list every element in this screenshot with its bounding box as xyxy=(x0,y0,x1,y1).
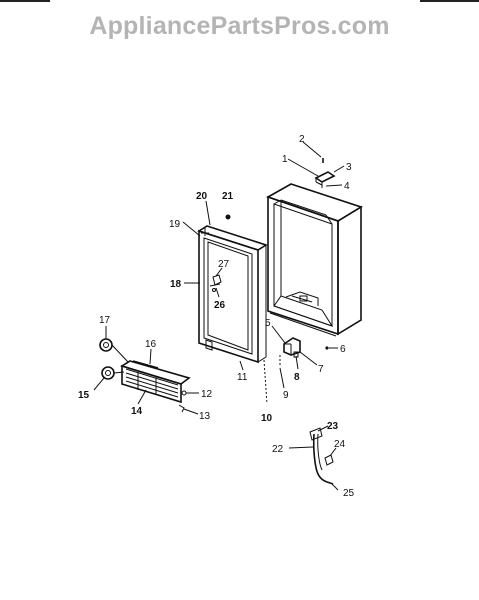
callout-25: 25 xyxy=(343,488,355,499)
callout-6: 6 xyxy=(340,344,346,355)
callout-15: 15 xyxy=(78,390,90,401)
callout-13: 13 xyxy=(199,411,211,422)
callout-17: 17 xyxy=(99,315,111,326)
callout-11: 11 xyxy=(237,372,248,383)
callout-26: 26 xyxy=(214,300,226,311)
callout-23: 23 xyxy=(327,421,339,432)
callout-20: 20 xyxy=(196,191,208,202)
callout-2: 2 xyxy=(299,134,305,145)
callout-18: 18 xyxy=(170,279,182,290)
bottom-hinge xyxy=(263,325,338,405)
callout-19: 19 xyxy=(169,219,181,230)
drain-tube xyxy=(288,425,339,491)
callout-4: 4 xyxy=(344,181,350,192)
callout-1: 1 xyxy=(282,154,288,165)
callout-8: 8 xyxy=(294,372,300,383)
callout-14: 14 xyxy=(131,406,143,417)
callout-12: 12 xyxy=(201,389,213,400)
callout-9: 9 xyxy=(283,390,289,401)
callout-3: 3 xyxy=(346,162,352,173)
callout-22: 22 xyxy=(272,444,284,455)
watermark: AppliancePartsPros.com xyxy=(89,12,390,40)
callout-27: 27 xyxy=(218,259,230,270)
door xyxy=(182,200,268,371)
callout-16: 16 xyxy=(145,339,157,350)
callout-7: 7 xyxy=(318,364,324,375)
cabinet xyxy=(266,183,363,337)
grille xyxy=(93,326,199,415)
callout-21: 21 xyxy=(222,191,234,202)
callout-5: 5 xyxy=(265,318,271,329)
top-rule-right xyxy=(420,0,479,2)
callout-24: 24 xyxy=(334,439,346,450)
top-rule-left xyxy=(0,0,50,2)
callout-10: 10 xyxy=(261,413,273,424)
top-hinge xyxy=(287,141,345,188)
